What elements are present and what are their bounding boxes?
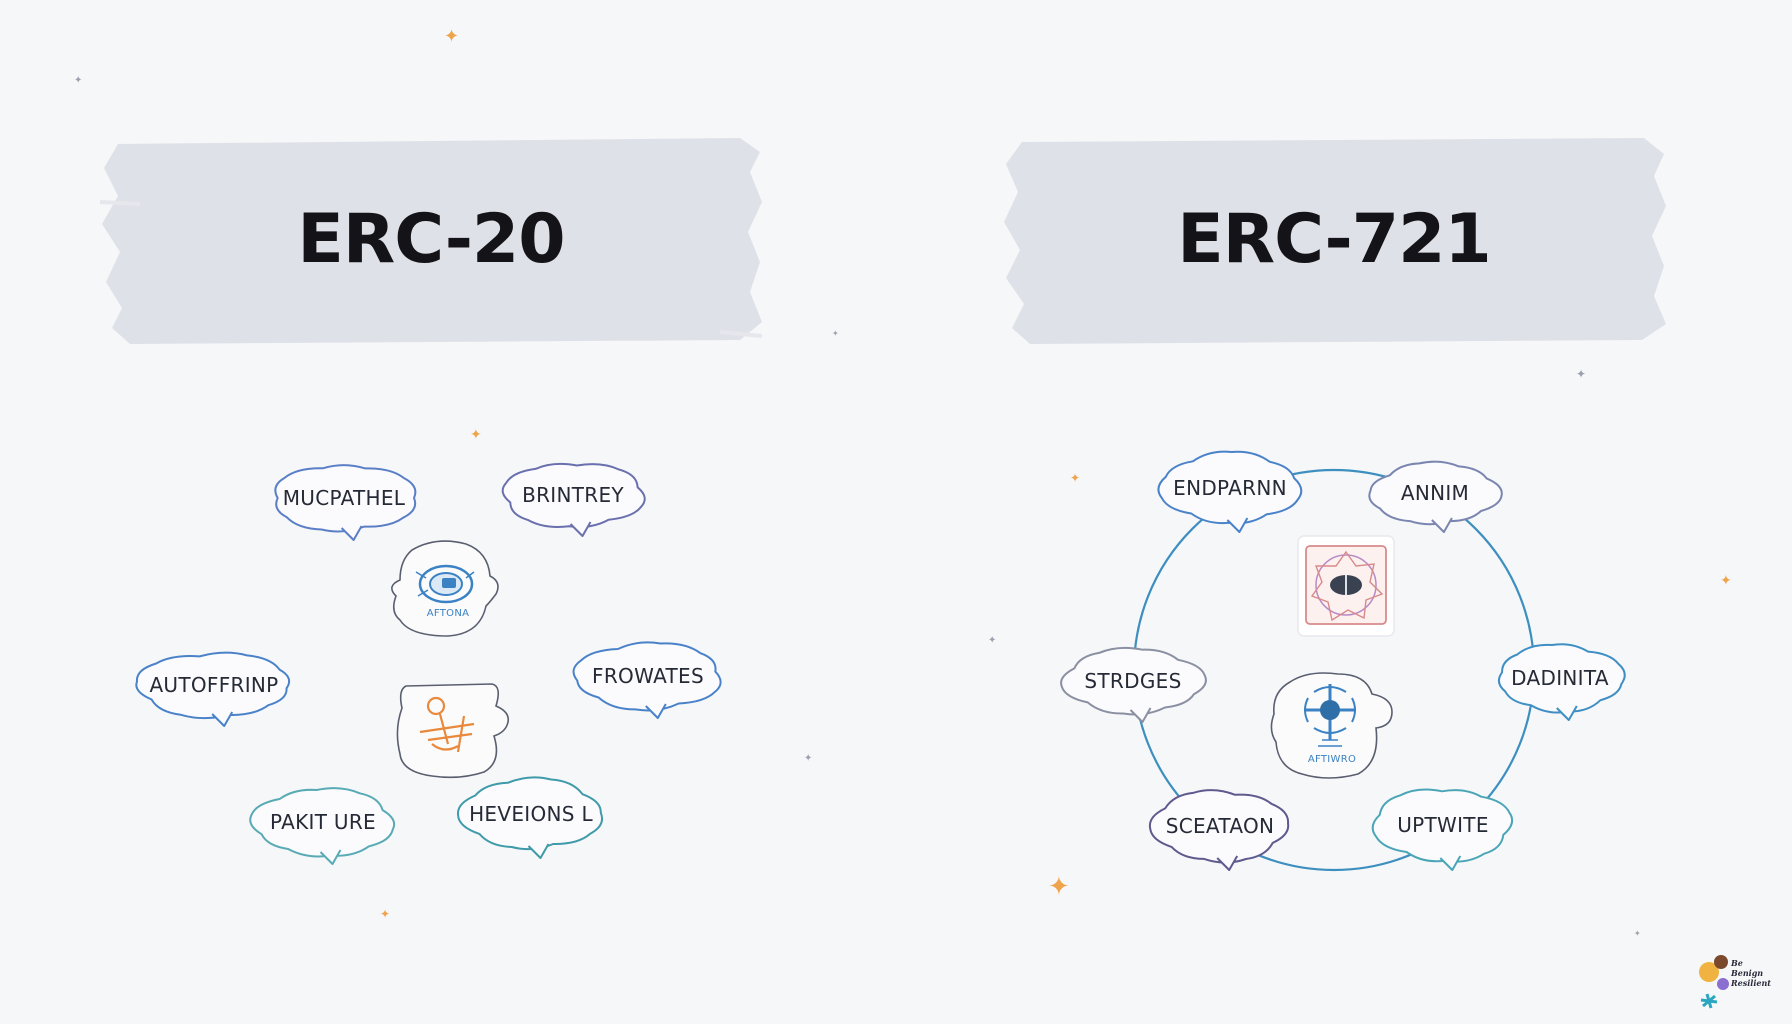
bubble-heveions-l: HEVEIONS L [456,772,606,859]
bubble-label: PAKIT URE [270,810,376,834]
watermark-line: Benign [1731,968,1764,978]
cloud-outline [135,651,291,727]
bubble-label: STRDGES [1084,669,1182,693]
sparkle-icon: ✦ [988,635,997,646]
cloud-outline [1368,460,1503,533]
bubble-dadinita: DADINITA [1492,638,1628,721]
cloud-outline [501,462,646,537]
bubble-label: HEVEIONS L [469,802,593,826]
brush-stroke-background [1004,138,1666,344]
erc721-banner: ERC-721 [1002,132,1666,346]
bubble-annim: ANNIM [1366,456,1504,533]
watermark-line: Be [1731,958,1743,968]
erc20-title: ERC-20 [297,199,565,279]
brush-stroke-background [100,138,762,344]
sparkle-icon: ✦ [380,907,391,921]
sparkle-icon: ✦ [1070,471,1081,485]
cloud-outline [1060,646,1207,723]
cloud-outline [1497,643,1626,721]
cloud-outline [1371,788,1514,871]
token-icon: AFTONA [386,536,510,637]
bubble-pakit-ure: PAKIT URE [248,782,398,865]
cloud-outline [456,776,604,859]
bubble-frowates: FROWATES [570,636,726,719]
cloud-outline [1148,789,1290,871]
bubble-label: BRINTREY [522,483,624,507]
sparkle-icon: ✦ [804,753,813,764]
sparkle-icon: ✦ [444,26,460,47]
sparkle-icon: ✦ [1720,573,1732,589]
bubble-label: FROWATES [592,664,704,688]
cloud-outline [249,787,396,865]
bubble-label: AUTOFFRINP [149,673,279,697]
cloud-outline [1157,450,1303,533]
sparkle-icon: ✦ [832,329,839,338]
erc721-title: ERC-721 [1177,199,1491,279]
sparkle-icon: ✦ [470,427,482,443]
cloud-outline [274,464,417,541]
watermark-line: Resilient [1731,978,1771,988]
nft-frame-icon [1296,534,1396,638]
bubble-mucpathel: MUCPATHEL [268,458,420,541]
icon-caption: AFTONA [426,608,470,619]
bubble-label: SCEATAON [1165,814,1275,838]
nft-token-icon: AFTIWRO [1268,670,1396,780]
bubble-sceataon: SCEATAON [1148,784,1292,871]
bubble-autoffrinp: AUTOFFRINP [132,646,296,727]
bubble-strdges: STRDGES [1058,642,1208,723]
erc20-banner: ERC-20 [100,132,762,346]
sparkle-icon: ✦ [74,75,83,86]
icon-caption: AFTIWRO [1307,754,1357,765]
bubble-uptwite: UPTWITE [1370,782,1516,871]
sparkle-icon: ✦ [1634,929,1641,938]
bubble-endparnn: ENDPARNN [1156,446,1304,533]
bubble-brintrey: BRINTREY [498,456,648,537]
sparkle-icon: ✦ [1576,367,1587,381]
bubble-label: MUCPATHEL [282,486,406,510]
bubble-label: ANNIM [1400,481,1470,505]
gear-token-icon [392,680,512,780]
watermark-logo: Be Benign Resilient [1697,950,1785,1010]
sparkle-icon: ✦ [1048,872,1070,902]
bubble-label: DADINITA [1511,666,1609,690]
bubble-label: UPTWITE [1397,813,1489,837]
cloud-outline [572,641,722,719]
bubble-label: ENDPARNN [1173,476,1287,500]
